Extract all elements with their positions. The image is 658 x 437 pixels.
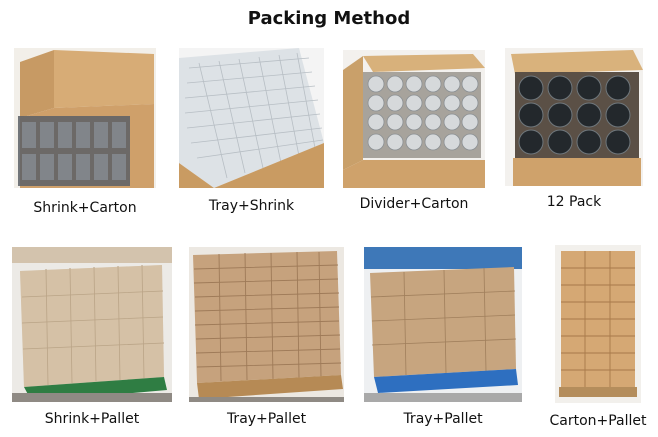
caption-tray-pallet-2: Tray+Pallet bbox=[403, 411, 483, 427]
caption-tray-shrink: Tray+Shrink bbox=[208, 198, 295, 214]
caption-12-pack: 12 Pack bbox=[546, 194, 602, 210]
divider-carton-photo bbox=[343, 50, 485, 188]
tray-pallet-photo-2 bbox=[364, 247, 522, 402]
shrink-carton-photo bbox=[14, 48, 156, 188]
caption-shrink-carton: Shrink+Carton bbox=[33, 200, 137, 216]
twelve-pack-photo bbox=[505, 48, 643, 186]
tray-shrink-photo bbox=[179, 48, 324, 188]
page-title: Packing Method bbox=[247, 8, 411, 29]
caption-divider-carton: Divider+Carton bbox=[359, 196, 469, 212]
caption-shrink-pallet: Shrink+Pallet bbox=[44, 411, 140, 427]
carton-pallet-photo bbox=[555, 245, 641, 403]
caption-carton-pallet: Carton+Pallet bbox=[549, 413, 647, 429]
shrink-pallet-photo bbox=[12, 247, 172, 402]
caption-tray-pallet-1: Tray+Pallet bbox=[226, 411, 307, 427]
tray-pallet-photo-1 bbox=[189, 247, 344, 402]
